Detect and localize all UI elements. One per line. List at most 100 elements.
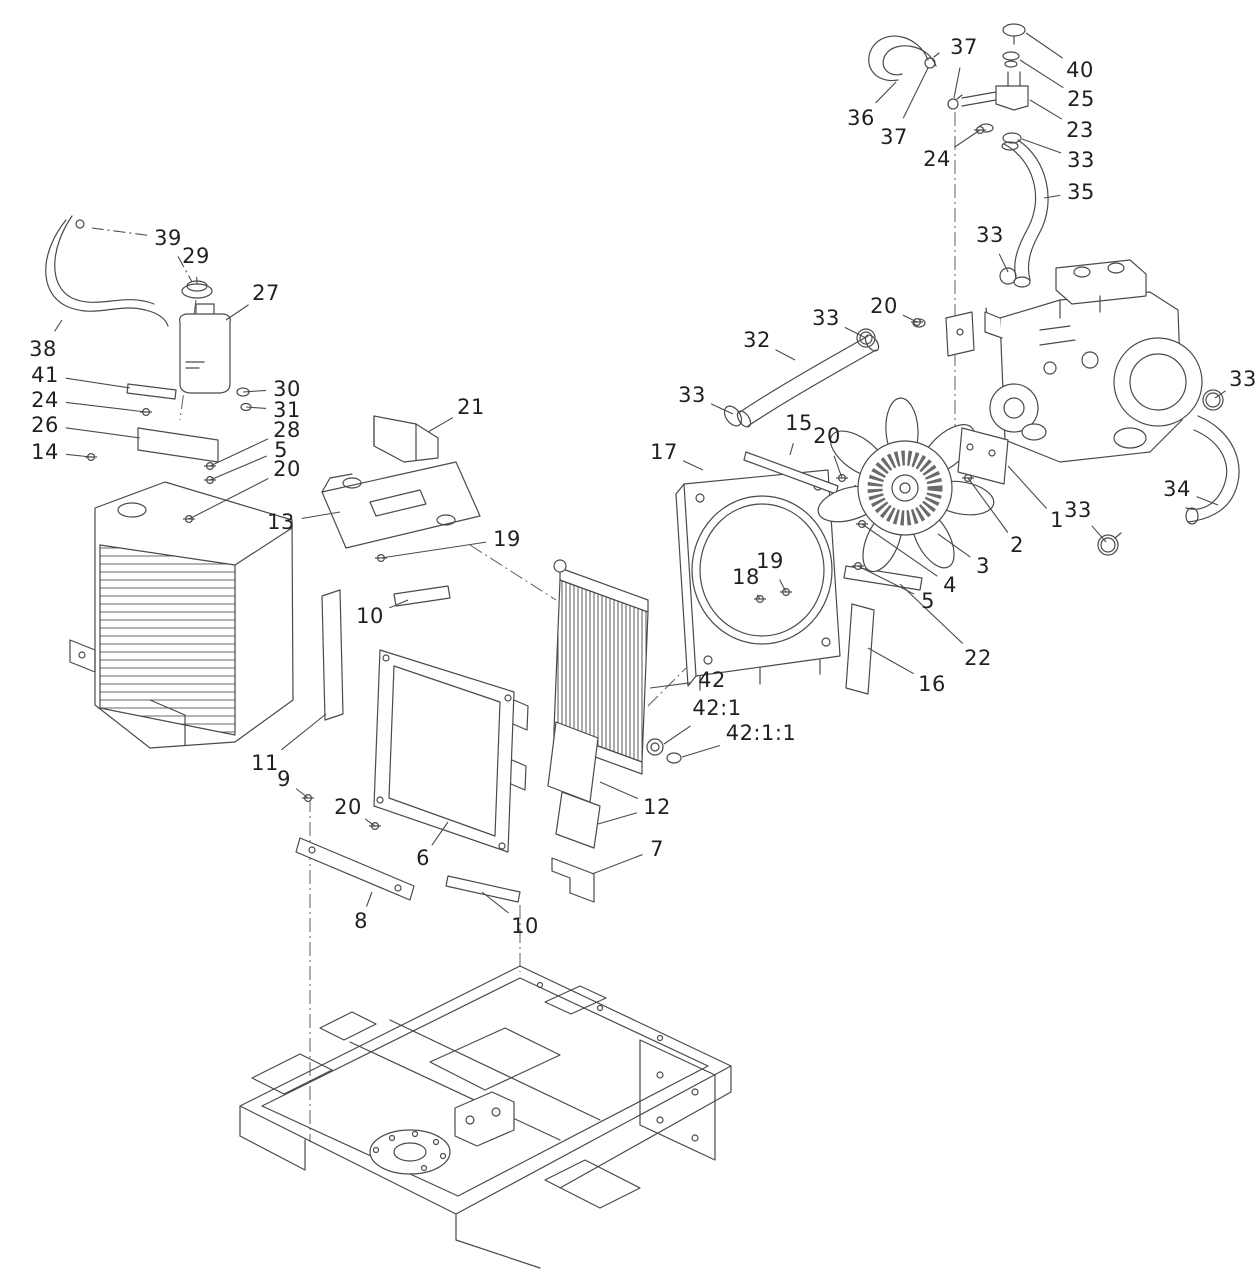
valve-cover — [1055, 259, 1147, 305]
callout-1: 1 — [1050, 508, 1064, 532]
leader-line-4 — [861, 523, 938, 577]
crank-pulley — [989, 383, 1039, 433]
leader-line-33 — [1021, 138, 1062, 154]
leader-line-20 — [188, 478, 269, 520]
chassis-frame — [239, 965, 732, 1269]
leader-line-20 — [833, 455, 843, 479]
leader-line-36 — [875, 81, 897, 104]
leader-line-7 — [591, 854, 643, 875]
leader-line-33 — [844, 326, 867, 339]
callout-29: 29 — [182, 244, 210, 268]
leader-line-25 — [1019, 59, 1064, 89]
callout-4: 4 — [943, 573, 957, 597]
leader-line-10 — [481, 891, 509, 914]
callout-37: 37 — [880, 125, 908, 149]
foam-blocks — [547, 721, 601, 903]
callout-36: 36 — [847, 106, 875, 130]
hydraulic-tank — [69, 481, 294, 749]
leader-line-30 — [242, 389, 267, 393]
callout-16: 16 — [918, 672, 946, 696]
callout-33: 33 — [1229, 367, 1257, 391]
callout-40: 40 — [1066, 58, 1094, 82]
leader-line-33 — [710, 403, 734, 415]
callout-6: 6 — [416, 846, 430, 870]
callout-18: 18 — [732, 565, 760, 589]
leader-line-39 — [91, 227, 148, 236]
leader-line-9 — [295, 788, 309, 799]
mount-strip — [126, 383, 177, 400]
leader-line-21 — [427, 417, 454, 433]
callout-42: 42 — [698, 668, 726, 692]
callout-5: 5 — [921, 589, 935, 613]
hose-bracket — [945, 311, 975, 357]
reservoir-bottle — [126, 280, 252, 463]
callout-20: 20 — [870, 294, 898, 318]
leader-line-8 — [365, 891, 373, 907]
callout-2: 2 — [1010, 533, 1024, 557]
callout-13: 13 — [267, 510, 295, 534]
engine — [945, 259, 1203, 485]
engine-mount-plate — [957, 427, 1009, 485]
callout-10: 10 — [356, 604, 384, 628]
leader-line-27 — [225, 304, 249, 321]
leader-line-22 — [899, 583, 964, 644]
callout-3: 3 — [976, 554, 990, 578]
leader-line-42-1 — [663, 725, 691, 745]
callout-19: 19 — [756, 549, 784, 573]
callout-32: 32 — [743, 328, 771, 352]
callout-27: 27 — [252, 281, 280, 305]
leader-line-33 — [1091, 525, 1107, 543]
callout-9: 9 — [277, 767, 291, 791]
leader-line-38 — [54, 319, 63, 332]
leader-line-20 — [902, 314, 918, 323]
leader-line-6 — [431, 821, 449, 846]
callout-37: 37 — [950, 35, 978, 59]
callout-25: 25 — [1067, 87, 1095, 111]
leader-line-14 — [65, 453, 92, 458]
mini-clamp — [947, 98, 959, 110]
leader-line-19 — [779, 579, 787, 593]
fan — [817, 397, 995, 573]
leader-line-24 — [65, 401, 147, 413]
callout-33: 33 — [976, 223, 1004, 247]
callout-20: 20 — [334, 795, 362, 819]
leader-line-16 — [867, 647, 914, 675]
callout-23: 23 — [1066, 118, 1094, 142]
leader-line-23 — [1029, 99, 1063, 120]
leader-line-11 — [281, 713, 327, 751]
callout-7: 7 — [650, 837, 664, 861]
leader-line-28 — [209, 438, 269, 467]
callout-39: 39 — [154, 226, 182, 250]
callout-21: 21 — [457, 395, 485, 419]
cooler-fitting — [646, 738, 664, 756]
leader-line-10 — [389, 599, 409, 609]
leader-line-39 — [177, 256, 193, 283]
callout-5: 5 — [274, 438, 288, 462]
hose-clamp — [1202, 389, 1224, 411]
callout-10: 10 — [511, 914, 539, 938]
leader-line-17 — [682, 460, 704, 471]
hose-clamp — [723, 405, 743, 427]
leader-line-31 — [245, 406, 267, 410]
seal-strips — [295, 585, 521, 903]
support-brackets — [321, 415, 481, 549]
leader-line-18 — [756, 594, 761, 600]
callout-38: 38 — [29, 337, 57, 361]
callout-8: 8 — [354, 909, 368, 933]
fan-shroud — [675, 451, 841, 691]
callout-24: 24 — [31, 388, 59, 412]
callout-28: 28 — [273, 418, 301, 442]
leader-line-15 — [789, 443, 794, 456]
leader-line-40 — [1025, 32, 1063, 59]
callout-35: 35 — [1067, 180, 1095, 204]
callout-34: 34 — [1163, 477, 1191, 501]
leader-line-32 — [775, 349, 796, 361]
radiator — [373, 649, 529, 853]
callout-42-1: 42:1 — [692, 696, 742, 720]
leader-line-42 — [649, 682, 692, 689]
leader-line-20 — [364, 818, 376, 827]
callout-41: 41 — [31, 363, 59, 387]
callout-20: 20 — [273, 457, 301, 481]
callout-11: 11 — [251, 751, 279, 775]
